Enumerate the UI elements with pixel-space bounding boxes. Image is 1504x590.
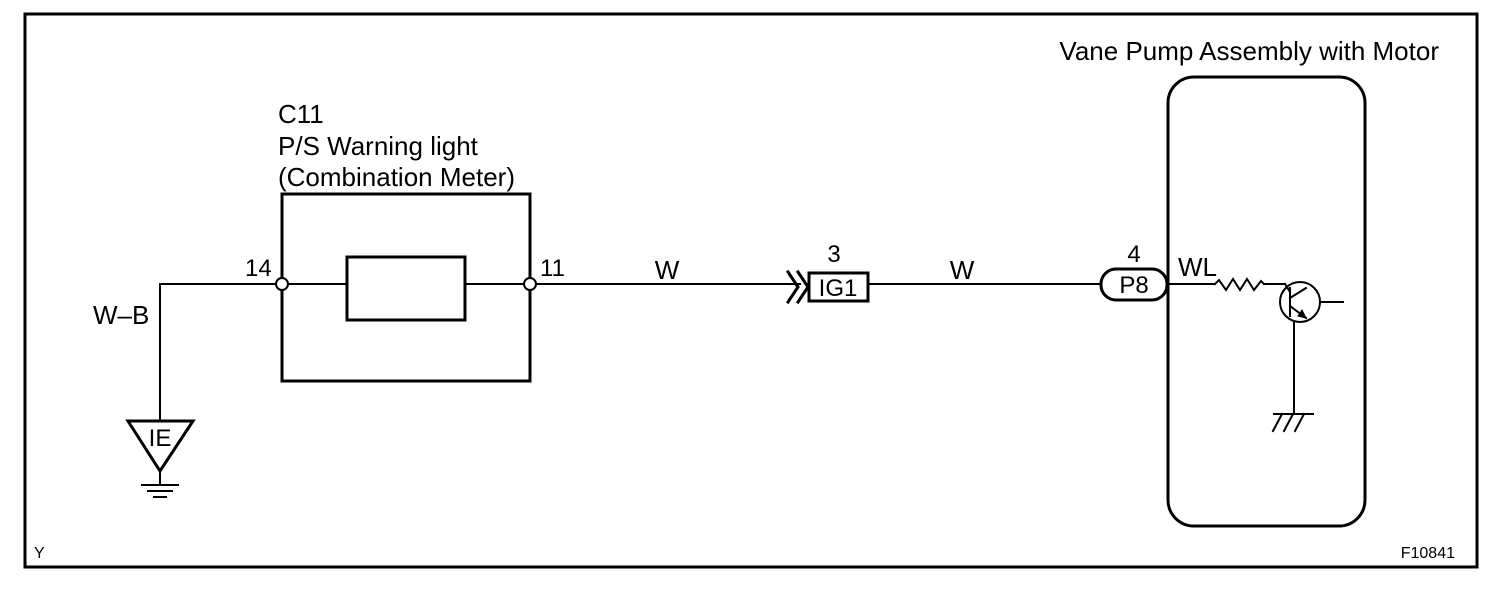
pump-pin-label: 4 bbox=[1127, 241, 1140, 268]
junction-pin-label: 3 bbox=[827, 241, 840, 268]
meter-housing bbox=[280, 192, 532, 383]
pump-internal-wire-label: WL bbox=[1178, 252, 1217, 282]
pin-11-terminal bbox=[523, 277, 537, 291]
ground-point-triangle bbox=[125, 419, 196, 474]
junction-connector-box bbox=[807, 271, 870, 303]
pump-connector-label: P8 bbox=[1119, 272, 1148, 299]
ground-point-label: IE bbox=[149, 425, 172, 452]
pin-11-label: 11 bbox=[540, 255, 565, 282]
connector-chevron-icon bbox=[785, 269, 810, 305]
figure-id: F10841 bbox=[1401, 545, 1455, 562]
pin-14-label: 14 bbox=[245, 255, 272, 282]
ground-wire-label: W–B bbox=[93, 300, 149, 330]
ground-icon bbox=[141, 484, 179, 498]
warning-light-element bbox=[345, 255, 467, 322]
pin-14-terminal bbox=[275, 277, 289, 291]
meter-name: P/S Warning light bbox=[278, 131, 479, 161]
chassis-ground-icon bbox=[1271, 412, 1314, 433]
transistor-icon bbox=[1279, 281, 1344, 323]
wire-color-label-1: W bbox=[655, 255, 680, 285]
corner-label: Y bbox=[34, 545, 45, 562]
meter-connector-label: C11 bbox=[278, 99, 324, 129]
junction-connector-label: IG1 bbox=[819, 275, 858, 302]
wire-color-label-2: W bbox=[950, 255, 975, 285]
pump-title: Vane Pump Assembly with Motor bbox=[1059, 36, 1439, 66]
resistor-icon bbox=[1213, 277, 1266, 292]
ground-wire bbox=[159, 283, 277, 422]
pump-housing bbox=[1166, 75, 1367, 528]
diagram-frame bbox=[23, 12, 1479, 569]
meter-subname: (Combination Meter) bbox=[278, 162, 515, 192]
